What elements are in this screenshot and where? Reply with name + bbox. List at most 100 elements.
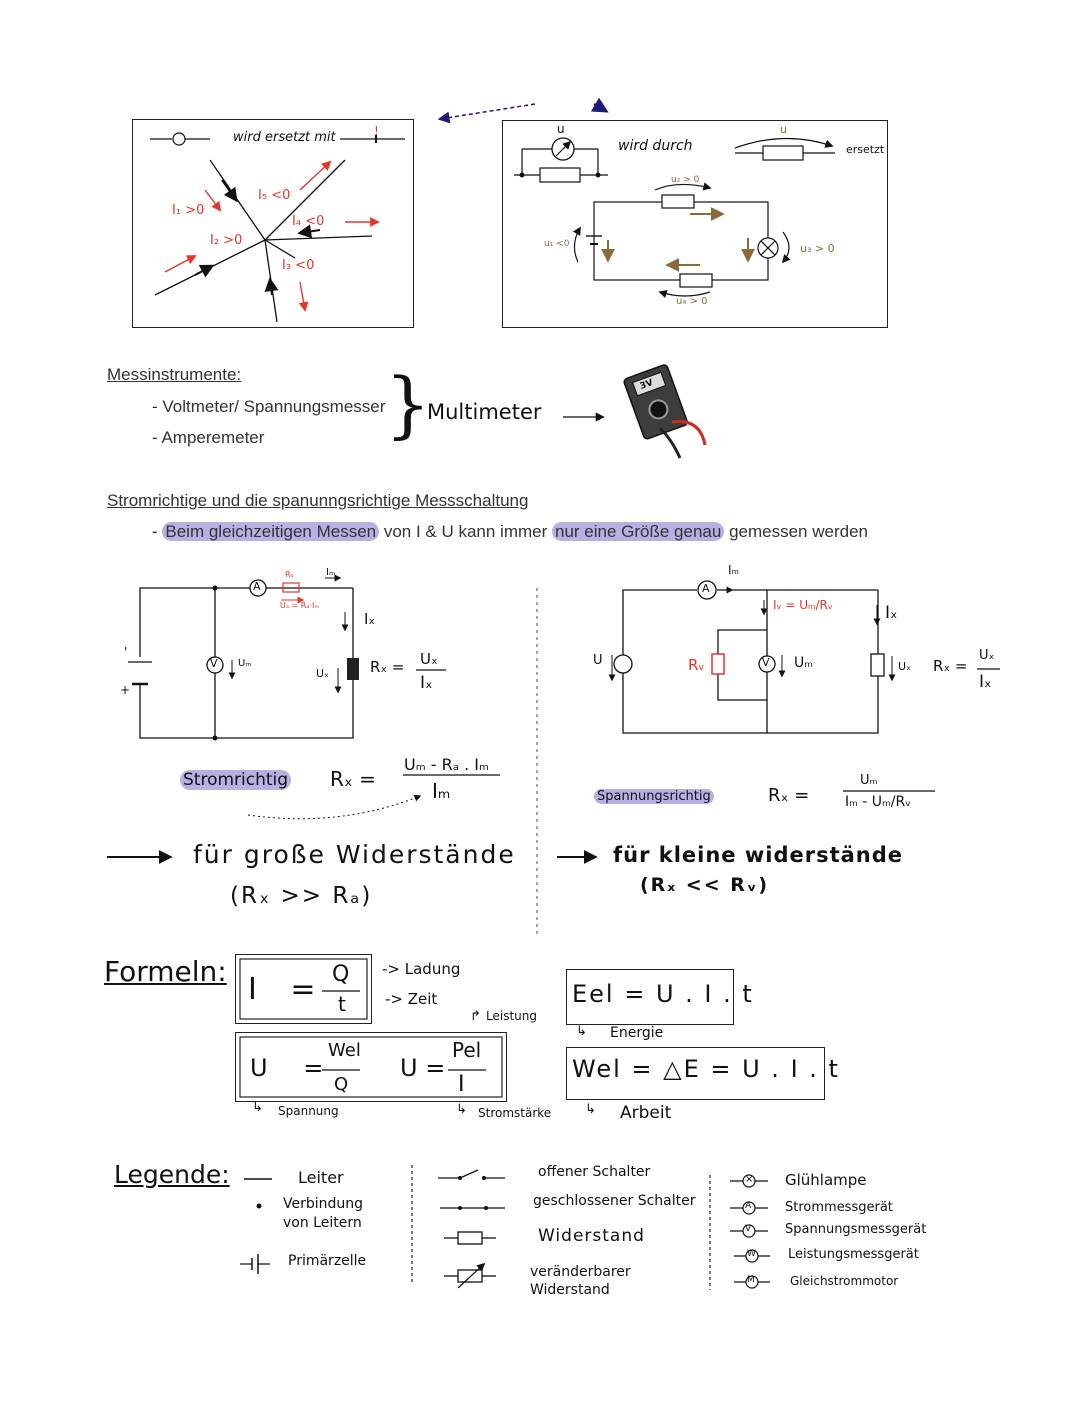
formula-box-work	[566, 1047, 825, 1100]
formula-work: Wel = △E = U . I . t	[572, 1055, 840, 1083]
current-i5: I₅ <0	[258, 188, 291, 203]
note-mid: von I & U kann immer	[379, 522, 552, 541]
battery-minus: '	[124, 645, 128, 659]
legend-strommessgeraet: Strommessgerät	[785, 1200, 893, 1215]
formula-box-current	[235, 954, 372, 1024]
voltage-u3: u₃ > 0	[800, 242, 835, 255]
current-i3: I₃ <0	[282, 258, 315, 273]
formula-current-num: Q	[332, 962, 350, 987]
formula-voltage-num: Wel	[328, 1040, 361, 1061]
formula-note-zeit: -> Zeit	[385, 990, 438, 1008]
ua-label: Uₐ = Rₐ·Iₘ	[280, 601, 320, 610]
conclusion-left: für große Widerstände	[193, 840, 516, 869]
label-spannungsrichtig: Spannungsrichtig	[594, 789, 714, 804]
voltage-u2: u₂ > 0	[671, 175, 700, 185]
note-hook-1: ↳	[252, 1100, 263, 1115]
current-i1: I₁ >0	[172, 203, 205, 218]
circuits-note: - Beim gleichzeitigen Messen von I & U k…	[152, 522, 868, 542]
rv-label: Rᵥ	[688, 656, 705, 674]
formula-note-leistung: Leistung	[486, 1009, 537, 1023]
formula-right-num: Uₘ	[860, 773, 878, 788]
replace-text-left: wird ersetzt mit	[233, 130, 336, 145]
legend-widerstand: Widerstand	[538, 1226, 645, 1246]
formula-energy: Eel = U . I . t	[572, 980, 754, 1008]
instruments-heading: Messinstrumente:	[107, 365, 242, 384]
formula-right-lhs: Rₓ =	[768, 785, 810, 806]
battery-plus: +	[120, 683, 131, 697]
formula-power-num: Pel	[452, 1038, 482, 1062]
ix-left: Iₓ	[364, 610, 376, 628]
formula-box-energy	[566, 969, 734, 1025]
formula-note-ladung: -> Ladung	[382, 960, 461, 978]
legend-verbindung: Verbindung von Leitern	[283, 1196, 364, 1231]
note-pre: -	[152, 522, 163, 541]
legend-spannungsmessgeraet: Spannungsmessgerät	[785, 1222, 927, 1237]
multimeter-label: Multimeter	[427, 400, 542, 424]
legend-veraenderbarer-widerstand: veränderbarer Widerstand	[530, 1264, 631, 1298]
label-stromrichtig: Stromrichtig	[180, 770, 292, 790]
text-ersetzt: ersetzt	[846, 143, 885, 156]
ix-right: Iₓ	[885, 603, 898, 623]
formulas-heading: Formeln:	[104, 955, 227, 988]
meter-u-label: u	[557, 122, 565, 136]
legend-gleichstrommotor: Gleichstrommotor	[790, 1274, 899, 1288]
node-diagram-box	[132, 119, 414, 328]
note-hook-2: ↳	[456, 1102, 467, 1117]
formula-note-energie: Energie	[610, 1025, 664, 1041]
voltmeter-right: V	[762, 656, 770, 669]
iv-label: Iᵥ = Uₘ/Rᵥ	[773, 598, 833, 612]
instrument-voltmeter: - Voltmeter/ Spannungsmesser	[152, 397, 386, 416]
voltage-u4: u₄ > 0	[676, 296, 708, 307]
ammeter-symbol: A	[745, 1201, 752, 1211]
um-right: Uₘ	[794, 655, 813, 671]
voltmeter-symbol: V	[745, 1224, 752, 1234]
condition-left: (Rₓ >> Rₐ)	[230, 883, 373, 909]
curly-brace: }	[385, 362, 431, 446]
im-right: Iₘ	[728, 563, 740, 577]
legend-leistungsmessgeraet: Leistungsmessgerät	[788, 1247, 919, 1262]
legend-heading: Legende:	[114, 1160, 230, 1189]
formula-note-arbeit: Arbeit	[620, 1103, 672, 1123]
conclusion-right: für kleine widerstände	[613, 843, 904, 867]
im-left: Iₘ	[326, 567, 336, 578]
legend-geschlossener-schalter: geschlossener Schalter	[533, 1193, 696, 1209]
rx-den-left: Iₓ	[420, 673, 433, 693]
ammeter-right: A	[702, 582, 710, 595]
rx-eq-left: Rₓ =	[370, 658, 405, 676]
rx-eq-right: Rₓ =	[933, 657, 968, 675]
note-post: gemessen werden	[724, 522, 868, 541]
formula-current-lhs: I =	[248, 972, 328, 1007]
formula-voltage-lhs: U =	[250, 1054, 338, 1082]
um-left: Uₘ	[238, 658, 252, 669]
rx-den-right: Iₓ	[979, 672, 992, 692]
wattmeter-symbol: W	[747, 1249, 756, 1259]
formula-power-den: I	[458, 1072, 465, 1097]
voltage-mesh-box	[502, 120, 888, 328]
formula-voltage-den: Q	[334, 1074, 349, 1095]
current-i2: I₂ >0	[210, 233, 243, 248]
red-mark: !	[374, 124, 379, 138]
note-hook-3: ↱	[470, 1009, 481, 1024]
formula-current-den: t	[338, 992, 346, 1016]
note-hook-5: ↳	[585, 1102, 596, 1117]
formula-left-num: Uₘ - Rₐ . Iₘ	[404, 755, 489, 774]
instrument-amperemeter: - Amperemeter	[152, 428, 265, 447]
formula-left-lhs: Rₓ =	[330, 767, 376, 791]
note-highlight-1: Beim gleichzeitigen Messen	[162, 522, 380, 541]
legend-primaerzelle: Primärzelle	[288, 1253, 367, 1269]
formula-box-voltage	[235, 1032, 507, 1102]
rx-num-right: Uₓ	[979, 648, 995, 663]
legend-gluehlampe: Glühlampe	[785, 1171, 867, 1189]
ux-right: Uₓ	[898, 660, 911, 673]
ux-left: Uₓ	[316, 667, 329, 680]
formula-note-spannung: Spannung	[278, 1104, 339, 1118]
legend-leiter: Leiter	[298, 1168, 344, 1187]
legend-offener-schalter: offener Schalter	[538, 1164, 651, 1180]
lamp-symbol: ×	[745, 1174, 754, 1185]
text-wird-durch: wird durch	[618, 138, 693, 154]
